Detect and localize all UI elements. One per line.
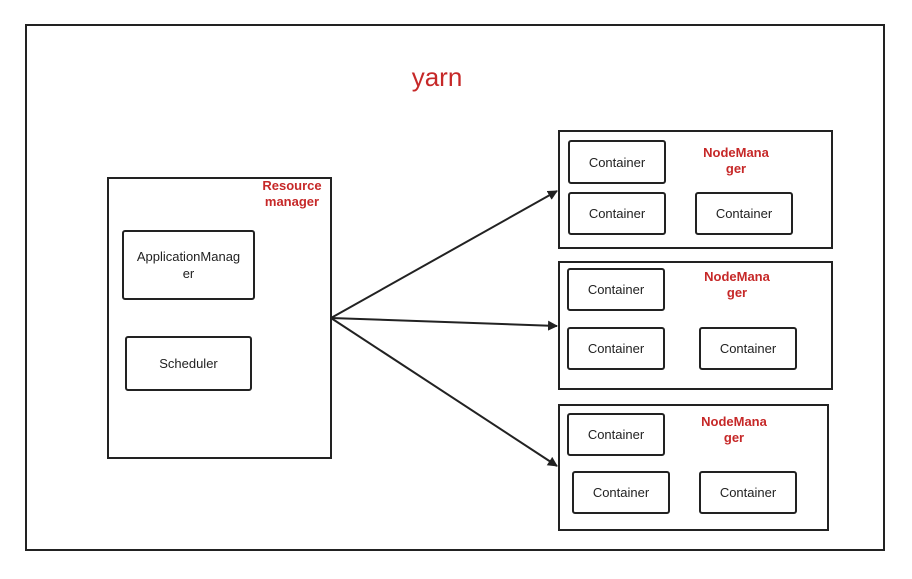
node-manager-label-3-line1: NodeMana: [701, 414, 767, 429]
node-manager-label-1-line1: NodeMana: [703, 145, 769, 160]
container-2-1: Container: [567, 268, 665, 311]
container-3-2: Container: [572, 471, 670, 514]
node-manager-label-3-line2: ger: [723, 430, 745, 445]
container-1-3: Container: [695, 192, 793, 235]
container-2-3: Container: [699, 327, 797, 370]
node-manager-label-2-line1: NodeMana: [704, 269, 770, 284]
container-1-1: Container: [568, 140, 666, 184]
node-manager-label-2-line2: ger: [726, 285, 748, 300]
diagram-title: yarn: [411, 62, 463, 92]
container-label: Container: [587, 427, 645, 442]
container-label: Container: [719, 485, 777, 500]
container-label: Container: [588, 206, 646, 221]
application-manager-box: ApplicationManag er: [122, 230, 255, 300]
node-manager-label-1: NodeMana ger: [691, 145, 781, 177]
container-label: Container: [587, 282, 645, 297]
container-label: Container: [592, 485, 650, 500]
container-2-2: Container: [567, 327, 665, 370]
container-label: Container: [715, 206, 773, 221]
node-manager-box-1: [558, 130, 833, 249]
container-3-1: Container: [567, 413, 665, 456]
node-manager-box-3: [558, 404, 829, 531]
resource-manager-label-line2: manager: [264, 194, 320, 209]
container-1-2: Container: [568, 192, 666, 235]
container-label: Container: [587, 341, 645, 356]
node-manager-label-3: NodeMana ger: [689, 414, 779, 446]
node-manager-label-2: NodeMana ger: [692, 269, 782, 301]
application-manager-label-line1: ApplicationManag: [136, 249, 241, 264]
container-label: Container: [588, 154, 646, 170]
yarn-frame: [25, 24, 885, 551]
scheduler-box: Scheduler: [125, 336, 252, 391]
arrow-to-node-manager-2: [330, 317, 558, 331]
arrow-to-node-manager-1: [330, 190, 558, 319]
node-manager-label-1-line2: ger: [725, 161, 747, 176]
application-manager-label-line2: er: [182, 266, 195, 281]
scheduler-label: Scheduler: [159, 356, 218, 371]
container-3-3: Container: [699, 471, 797, 514]
node-manager-box-2: [558, 261, 833, 390]
container-label: Container: [719, 341, 777, 356]
resource-manager-label: Resource manager: [254, 178, 330, 210]
resource-manager-label-line1: Resource: [262, 178, 322, 193]
arrow-to-node-manager-3: [330, 317, 558, 467]
